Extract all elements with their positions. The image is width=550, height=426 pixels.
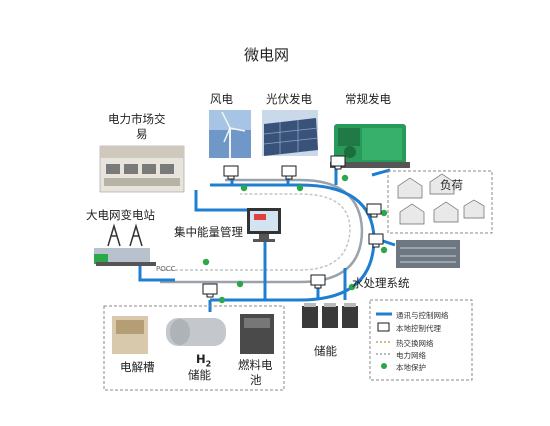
label-h2: H2 — [196, 352, 211, 371]
hydrogen-dashed-box — [103, 305, 285, 391]
label-ems: 集中能量管理 — [174, 225, 243, 239]
legend-heat-text: 热交换网络 — [396, 339, 434, 348]
load-houses-image — [397, 173, 485, 225]
substation-image — [94, 223, 156, 266]
hydrogen-tank-image — [166, 318, 226, 346]
label-h2-storage: 储能 — [188, 368, 211, 382]
legend-power-text: 电力网络 — [396, 351, 426, 360]
label-conventional: 常规发电 — [345, 92, 391, 106]
control-agent-icons — [202, 155, 384, 298]
fuel-cell-image — [240, 314, 274, 354]
diagram-title: 微电网 — [244, 46, 290, 64]
legend-agent-text: 本地控制代理 — [396, 324, 441, 333]
label-electrolyzer: 电解槽 — [120, 360, 155, 374]
label-substation: 大电网变电站 — [86, 208, 155, 222]
label-storage: 储能 — [314, 344, 337, 358]
label-wind: 风电 — [210, 92, 233, 106]
wind-turbine-image — [209, 110, 251, 158]
label-h2-symbol: H — [196, 352, 206, 366]
ems-computer-image — [247, 208, 281, 242]
load-dashed-box — [387, 170, 493, 234]
label-pv: 光伏发电 — [266, 92, 312, 106]
label-pocc: POCC — [156, 265, 176, 273]
water-treatment-image — [396, 240, 460, 268]
label-water: 水处理系统 — [352, 276, 410, 290]
legend-glyphs — [376, 312, 392, 369]
label-load: 负荷 — [440, 178, 463, 192]
legend-protect-glyph — [381, 363, 387, 369]
legend-protect-text: 本地保护 — [396, 363, 426, 372]
label-market-line1: 电力市场交 — [108, 112, 166, 126]
market-room-image — [99, 145, 185, 193]
label-fuelcell-line2: 池 — [250, 373, 262, 387]
legend-comm-text: 通讯与控制网络 — [396, 311, 449, 320]
legend-agent-glyph — [377, 322, 390, 332]
label-market-line2: 易 — [136, 127, 148, 141]
generator-image — [330, 124, 410, 168]
label-fuelcell-line1: 燃料电 — [238, 358, 273, 372]
battery-storage-image — [302, 303, 358, 328]
solar-pv-image — [262, 110, 319, 156]
label-h2-subscript: 2 — [205, 359, 212, 369]
electrolyzer-image — [112, 316, 148, 354]
protection-points — [202, 174, 388, 304]
